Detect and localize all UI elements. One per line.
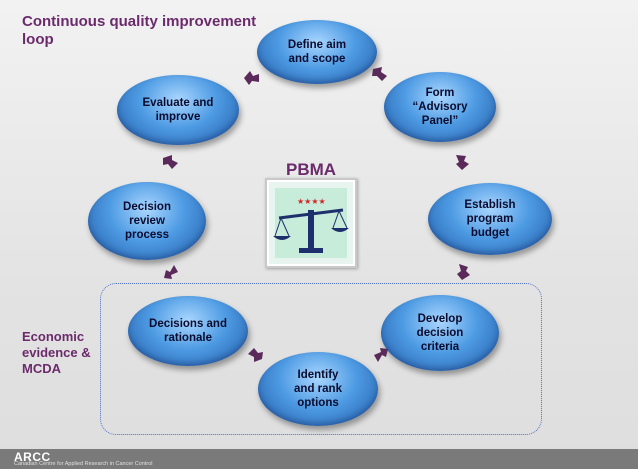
economic-evidence-label: Economic evidence & MCDA: [22, 329, 91, 376]
curved-arrow-icon: [248, 348, 263, 362]
center-label: PBMA: [286, 160, 337, 179]
balance-scale-icon: ★★★★: [265, 178, 357, 268]
curved-arrow-icon: [244, 71, 259, 85]
node-develop-criteria-label: Develop decision criteria: [416, 313, 464, 353]
curved-arrow-icon: [374, 348, 388, 362]
curved-arrow-icon: [164, 265, 178, 279]
node-evaluate-improve-label: Evaluate and improve: [142, 97, 214, 123]
node-define-aim: Define aim and scope: [257, 20, 377, 84]
node-identify-options-label: Identify and rank options: [294, 369, 342, 409]
economic-evidence-region: [100, 283, 542, 435]
node-decisions-rationale-label: Decisions and rationale: [149, 318, 227, 344]
node-identify-options: Identify and rank options: [258, 352, 378, 426]
node-develop-criteria: Develop decision criteria: [381, 295, 499, 371]
curved-arrow-icon: [163, 155, 178, 169]
node-form-advisory-panel-label: Form “Advisory Panel”: [412, 87, 468, 127]
node-establish-budget-label: Establish program budget: [464, 199, 516, 239]
curved-arrow-icon: [456, 155, 469, 170]
node-decisions-rationale: Decisions and rationale: [128, 296, 248, 366]
node-decision-review-label: Decision review process: [123, 201, 171, 241]
footer-bar: ARCC Canadian Centre for Applied Researc…: [0, 449, 638, 469]
diagram-title: Continuous quality improvement loop: [22, 13, 257, 48]
curved-arrow-icon: [372, 67, 387, 81]
svg-text:★★★★: ★★★★: [297, 197, 326, 206]
node-define-aim-label: Define aim and scope: [287, 39, 347, 65]
footer-subtitle: Canadian Centre for Applied Research in …: [14, 461, 153, 467]
node-form-advisory-panel: Form “Advisory Panel”: [384, 72, 496, 142]
node-decision-review: Decision review process: [88, 182, 206, 260]
node-establish-budget: Establish program budget: [428, 183, 552, 255]
curved-arrow-icon: [457, 264, 470, 280]
node-evaluate-improve: Evaluate and improve: [117, 75, 239, 145]
footer-logo: ARCC: [14, 450, 51, 464]
